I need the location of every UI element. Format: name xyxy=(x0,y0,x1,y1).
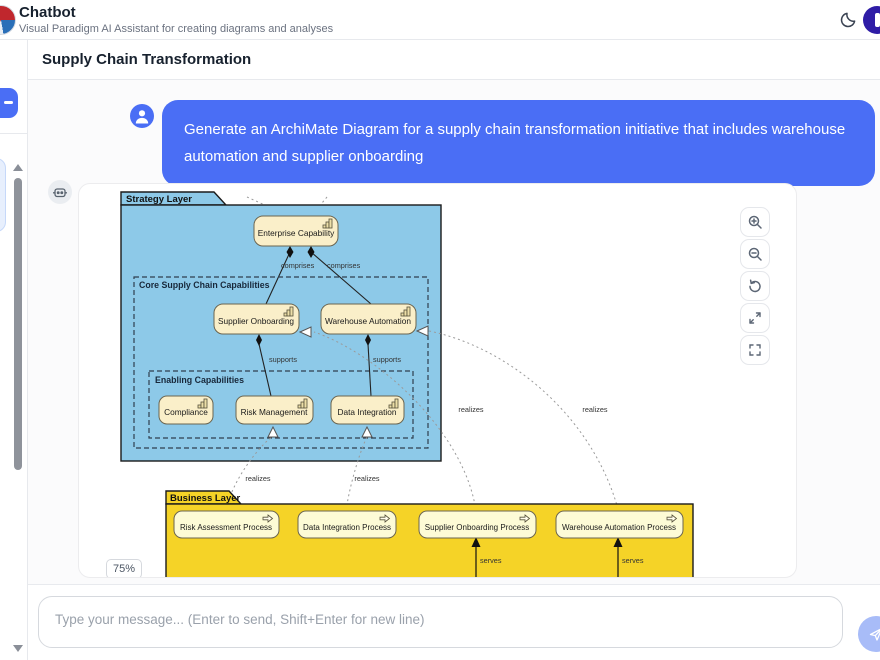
node-label: Risk Assessment Process xyxy=(180,523,272,532)
zoom-out-icon xyxy=(748,247,762,261)
svg-text:realizes: realizes xyxy=(458,405,483,414)
node-data-integration-process[interactable]: Data Integration Process xyxy=(297,510,397,539)
realization-arrowheads xyxy=(267,325,429,438)
archimate-diagram[interactable]: Strategy Layer comprises comprises Core … xyxy=(79,184,797,578)
supports-edges: supports supports xyxy=(256,334,401,397)
node-warehouse-automation[interactable]: Warehouse Automation xyxy=(320,303,417,335)
diagram-toolbar xyxy=(740,207,770,367)
node-supplier-onboarding-process[interactable]: Supplier Onboarding Process xyxy=(418,510,537,539)
node-label: Data Integration xyxy=(337,407,396,417)
comprises-label: comprises xyxy=(281,261,315,270)
node-label: Supplier Onboarding xyxy=(218,316,294,326)
send-button[interactable] xyxy=(858,616,880,652)
zoom-in-button[interactable] xyxy=(740,207,770,237)
node-label: Supplier Onboarding Process xyxy=(425,523,530,532)
zoom-in-icon xyxy=(748,215,762,229)
message-input[interactable] xyxy=(38,596,843,648)
node-enterprise-capability[interactable]: Enterprise Capability xyxy=(253,215,339,247)
reset-view-button[interactable] xyxy=(740,271,770,301)
strategy-layer-label: Strategy Layer xyxy=(126,194,192,205)
reset-rotate-icon xyxy=(749,279,761,293)
svg-text:realizes: realizes xyxy=(354,474,379,483)
comprises-label: comprises xyxy=(327,261,361,270)
svg-text:realizes: realizes xyxy=(245,474,270,483)
fit-to-screen-button[interactable] xyxy=(740,303,770,333)
realizes-labels: realizes realizes realizes realizes xyxy=(245,405,607,483)
zoom-out-button[interactable] xyxy=(740,239,770,269)
visual-paradigm-logo-icon xyxy=(0,5,16,35)
node-label: Compliance xyxy=(164,407,208,417)
node-label: Enterprise Capability xyxy=(258,228,335,238)
left-sidebar-rail xyxy=(0,40,28,660)
bot-message-avatar xyxy=(48,180,72,204)
node-risk-assessment-process[interactable]: Risk Assessment Process xyxy=(173,510,280,539)
node-label: Risk Management xyxy=(241,407,309,417)
node-data-integration[interactable]: Data Integration xyxy=(330,395,405,425)
moon-icon xyxy=(840,12,856,28)
node-compliance[interactable]: Compliance xyxy=(158,395,214,425)
diagram-card: Strategy Layer comprises comprises Core … xyxy=(78,183,797,578)
user-account-avatar[interactable] xyxy=(863,6,880,34)
svg-text:realizes: realizes xyxy=(582,405,607,414)
top-header: Chatbot Visual Paradigm AI Assistant for… xyxy=(0,0,880,40)
user-message-avatar xyxy=(130,104,154,128)
business-layer-label: Business Layer xyxy=(170,493,241,504)
fullscreen-button[interactable] xyxy=(740,335,770,365)
node-label: Warehouse Automation Process xyxy=(562,523,676,532)
person-icon xyxy=(135,110,149,124)
scrollbar-thumb[interactable] xyxy=(14,178,22,470)
scrollbar-down-arrow[interactable] xyxy=(13,645,23,652)
scrollbar-up-arrow[interactable] xyxy=(13,164,23,171)
node-label: Data Integration Process xyxy=(303,523,391,532)
rail-divider xyxy=(0,133,28,134)
zoom-level-badge: 75% xyxy=(106,559,142,577)
robot-icon xyxy=(53,188,67,198)
enabling-capabilities-group[interactable]: Enabling Capabilities xyxy=(148,370,414,439)
core-capabilities-label: Core Supply Chain Capabilities xyxy=(139,280,270,290)
realization-edges xyxy=(225,330,619,512)
chat-header: Supply Chain Transformation xyxy=(28,40,880,80)
enabling-capabilities-label: Enabling Capabilities xyxy=(155,375,244,385)
supports-label: supports xyxy=(373,355,401,364)
user-message-bubble: Generate an ArchiMate Diagram for a supp… xyxy=(162,100,875,186)
node-label: Warehouse Automation xyxy=(325,316,411,326)
app-title: Chatbot xyxy=(19,4,76,21)
fullscreen-corners-icon xyxy=(749,344,761,356)
new-chat-button[interactable] xyxy=(0,88,18,118)
supports-label: supports xyxy=(269,355,297,364)
chat-messages-area: Generate an ArchiMate Diagram for a supp… xyxy=(28,80,880,585)
dark-mode-toggle[interactable] xyxy=(838,9,860,31)
serves-label: serves xyxy=(480,556,502,565)
conversation-item[interactable] xyxy=(0,158,6,232)
comprises-edges: comprises comprises xyxy=(265,246,372,305)
serves-label: serves xyxy=(622,556,644,565)
node-warehouse-automation-process[interactable]: Warehouse Automation Process xyxy=(555,510,684,539)
app-subtitle: Visual Paradigm AI Assistant for creatin… xyxy=(19,23,334,35)
node-risk-management[interactable]: Risk Management xyxy=(235,395,314,425)
core-capabilities-group[interactable]: Core Supply Chain Capabilities xyxy=(133,276,429,449)
paper-plane-icon xyxy=(869,628,880,641)
node-supplier-onboarding[interactable]: Supplier Onboarding xyxy=(213,303,300,335)
conversation-title: Supply Chain Transformation xyxy=(42,51,252,68)
composer-bar xyxy=(28,585,880,660)
serves-edges: serves serves xyxy=(471,537,644,577)
expand-arrows-icon xyxy=(749,312,761,324)
